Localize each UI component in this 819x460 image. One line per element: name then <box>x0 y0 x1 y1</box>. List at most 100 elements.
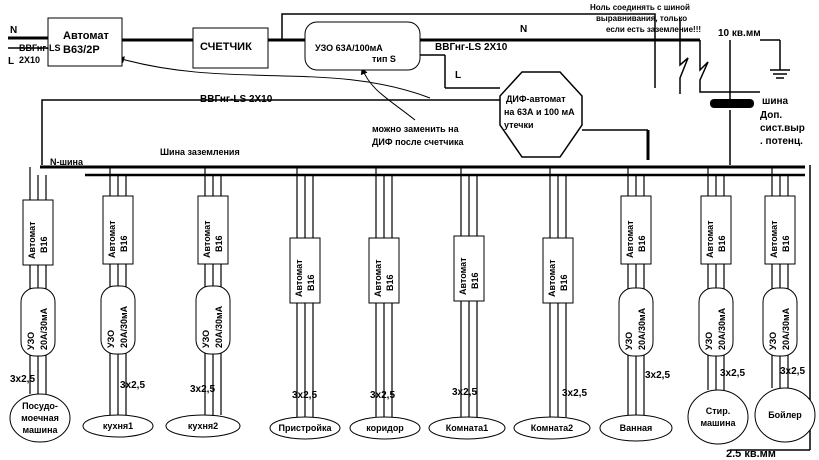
rcd-label-1: УЗО <box>624 332 634 350</box>
load-ellipse <box>513 416 591 440</box>
load-label: Комната1 <box>446 423 488 433</box>
breaker-box <box>289 237 321 304</box>
breaker-label-1: Автомат <box>769 220 779 258</box>
note-line1: Ноль соединять с шиной <box>590 3 690 12</box>
load-label: Посудо- <box>22 401 58 411</box>
load-label: Бойлер <box>768 410 802 420</box>
load-label: коридор <box>366 423 404 433</box>
breaker-label-2: В16 <box>385 274 395 291</box>
rcd-label-1: УЗО <box>106 330 116 348</box>
main-rcd: УЗО 63А/100мА тип S <box>304 21 421 71</box>
breaker-label-2: В16 <box>39 236 49 253</box>
bus-label-2: Доп. <box>760 110 782 121</box>
dif-replace-arrow-2 <box>360 67 416 121</box>
dif-note-line2: ДИФ после счетчика <box>372 137 465 147</box>
rcd-box <box>100 285 136 355</box>
n-bus-label: N-шина <box>50 157 84 167</box>
rcd-label-1: УЗО <box>768 332 778 350</box>
meter: СЧЕТЧИК <box>192 27 269 69</box>
load-label: Ванная <box>620 423 653 433</box>
breaker-box <box>700 195 732 265</box>
rcd-box <box>20 287 56 357</box>
breaker-box <box>197 195 229 265</box>
load-ellipse <box>599 414 673 442</box>
breaker-label-1: Автомат <box>27 221 37 259</box>
load-label: кухня2 <box>188 421 218 431</box>
load-ellipse <box>754 387 816 443</box>
ground-bus-label: Шина заземления <box>160 147 240 157</box>
rcd-label-2: 20А/30мА <box>39 307 49 350</box>
rcd-box <box>195 285 231 355</box>
rcd-label-2: 20А/30мА <box>637 307 647 350</box>
breaker-box <box>453 235 485 302</box>
load-ellipse <box>687 389 749 445</box>
cable-label: 3х2,5 <box>292 390 317 401</box>
bottom-size-label: 2.5 кв.мм <box>726 448 776 460</box>
rcd-box <box>762 287 798 357</box>
rcd-label-2: 20А/30мА <box>214 305 224 348</box>
breaker-label-2: В16 <box>119 235 129 252</box>
cable-right: ВВГнг-LS 2Х10 <box>435 42 508 53</box>
load-ellipse <box>9 393 71 443</box>
equipotential-bus: шина Доп. сист.выр . потенц. <box>710 96 805 147</box>
load-ellipse <box>82 414 154 438</box>
load-label: Стир. <box>706 406 730 416</box>
cable-return: ВВГнг-LS 2Х10 <box>200 94 273 105</box>
breaker-label-2: В16 <box>637 235 647 252</box>
main-breaker: Автомат В63/2Р <box>47 17 123 67</box>
breaker-label-2: В16 <box>306 274 316 291</box>
breaker-label-2: В16 <box>781 235 791 252</box>
breaker-label-1: Автомат <box>373 259 383 297</box>
load-label: кухня1 <box>103 421 133 431</box>
rcd-box <box>698 287 734 357</box>
cable-in-2: 2Х10 <box>19 55 40 65</box>
cable-in-1: ВВГнг-LS <box>19 43 61 53</box>
breaker-box <box>102 195 134 265</box>
bus-size-label: 10 кв.мм <box>718 28 761 39</box>
breaker-label-1: Автомат <box>625 220 635 258</box>
breaker-label-2: В16 <box>559 274 569 291</box>
breaker-label-1: Автомат <box>107 220 117 258</box>
breaker-box <box>542 237 574 304</box>
rcd-label-1: УЗО <box>201 330 211 348</box>
load-label: машина <box>22 425 58 435</box>
breaker-box <box>620 195 652 265</box>
cable-label: 3х2,5 <box>645 370 670 381</box>
bus-label-4: . потенц. <box>760 136 803 147</box>
main-rcd-line2: тип S <box>372 54 396 64</box>
dif-breaker: ДИФ-автомат на 63А и 100 мА утечки <box>499 71 583 158</box>
dif-line3: утечки <box>504 120 534 130</box>
breaker-label-1: Автомат <box>458 257 468 295</box>
n-right-label: N <box>520 24 527 35</box>
breaker-label-1: Автомат <box>294 259 304 297</box>
rcd-label-1: УЗО <box>704 332 714 350</box>
load-label: Пристройка <box>279 423 333 433</box>
dif-note-line1: можно заменить на <box>372 124 460 134</box>
rcd-box <box>618 287 654 357</box>
load-label: машина <box>700 418 736 428</box>
dif-replace-arrow-1 <box>117 56 431 99</box>
main-breaker-line1: Автомат <box>63 30 109 42</box>
dif-line1: ДИФ-автомат <box>506 94 566 104</box>
note-line3: если есть заземление!!! <box>606 25 701 34</box>
load-label: моечная <box>21 413 59 423</box>
load-label: Комната2 <box>531 423 573 433</box>
breaker-label-2: В16 <box>470 272 480 289</box>
breaker-box <box>368 237 400 304</box>
breaker-label-1: Автомат <box>547 259 557 297</box>
load-ellipse <box>165 414 241 438</box>
l-right-label: L <box>455 70 461 81</box>
load-ellipse <box>428 416 506 440</box>
load-ellipse <box>269 416 341 440</box>
main-rcd-line1: УЗО 63А/100мА <box>315 43 383 53</box>
n-in-label: N <box>10 25 17 36</box>
